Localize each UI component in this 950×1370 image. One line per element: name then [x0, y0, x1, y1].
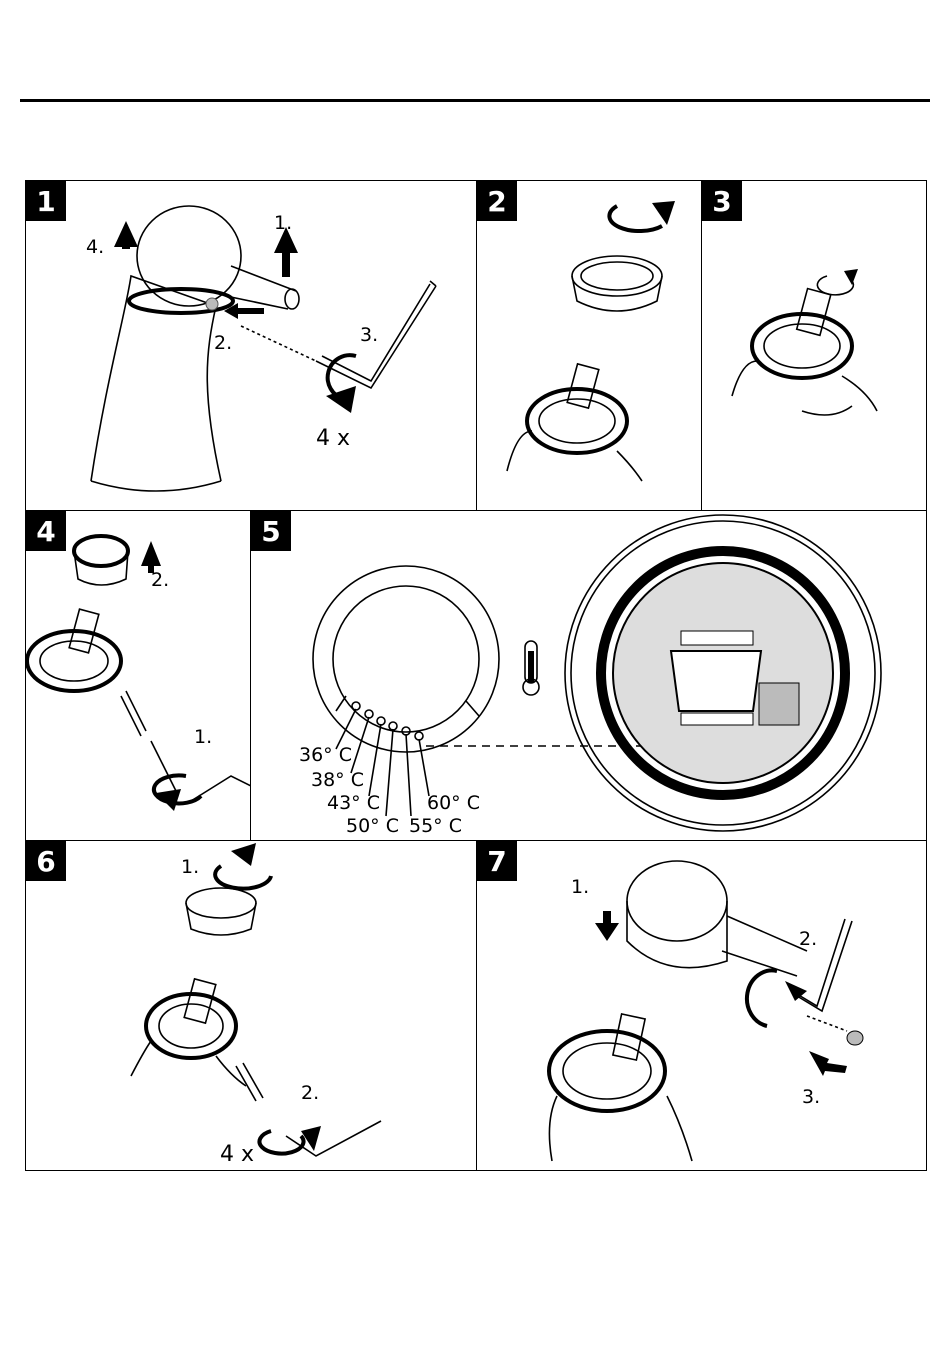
- step-6-illustration: 1. 2. 4 x: [26, 841, 477, 1171]
- temperature-label: 43° C: [327, 792, 380, 814]
- step-label: 2.: [301, 1082, 319, 1104]
- step-label: 2.: [151, 569, 169, 591]
- step-4-illustration: 2. 1.: [26, 511, 251, 841]
- step-5-panel: 5 36° C 38° C 43° C 50° C 55° C 60° C: [250, 510, 927, 841]
- arrow-icon: [114, 221, 138, 249]
- step-7-illustration: 1. 2. 3.: [477, 841, 927, 1171]
- arrow-icon: [595, 911, 619, 941]
- temperature-label: 50° C: [346, 815, 399, 837]
- step-7-panel: 7 1. 2. 3.: [476, 840, 927, 1171]
- step-label: 1.: [181, 856, 199, 878]
- step-label: 3.: [802, 1086, 820, 1108]
- step-5-illustration: 36° C 38° C 43° C 50° C 55° C 60° C: [251, 511, 927, 841]
- step-2-illustration: [477, 181, 702, 511]
- arrow-icon: [274, 227, 298, 277]
- arrow-icon: [809, 1051, 847, 1076]
- rotate-arrow-icon: [215, 866, 271, 889]
- rotate-arrow-icon: [259, 1131, 303, 1154]
- rotate-arrow-icon: [609, 206, 662, 231]
- temperature-label: 36° C: [299, 744, 352, 766]
- step-label: 2.: [214, 332, 232, 354]
- step-1-illustration: 4. 1. 2. 3. 4 x: [26, 181, 477, 511]
- step-label: 3.: [360, 324, 378, 346]
- step-label: 2.: [799, 928, 817, 950]
- step-4-panel: 4 2. 1.: [25, 510, 251, 841]
- allen-key-icon: [286, 1121, 381, 1156]
- step-label: 1.: [274, 212, 292, 234]
- thermometer-icon: [523, 641, 539, 695]
- header-rule: [20, 99, 930, 102]
- step-6-panel: 6 1. 2. 4 x: [25, 840, 477, 1171]
- temperature-label: 60° C: [427, 792, 480, 814]
- temperature-label: 55° C: [409, 815, 462, 837]
- step-1-panel: 1 4. 1. 2. 3. 4 x: [25, 180, 477, 511]
- step-2-panel: 2: [476, 180, 702, 511]
- step-label: 1.: [194, 726, 212, 748]
- step-label: 4.: [86, 236, 104, 258]
- temperature-label: 38° C: [311, 769, 364, 791]
- repeat-count: 4 x: [316, 426, 350, 451]
- step-3-panel: 3: [701, 180, 927, 511]
- step-label: 1.: [571, 876, 589, 898]
- step-3-illustration: [702, 181, 927, 511]
- rotate-arrow-icon: [747, 970, 777, 1026]
- repeat-count: 4 x: [220, 1142, 254, 1167]
